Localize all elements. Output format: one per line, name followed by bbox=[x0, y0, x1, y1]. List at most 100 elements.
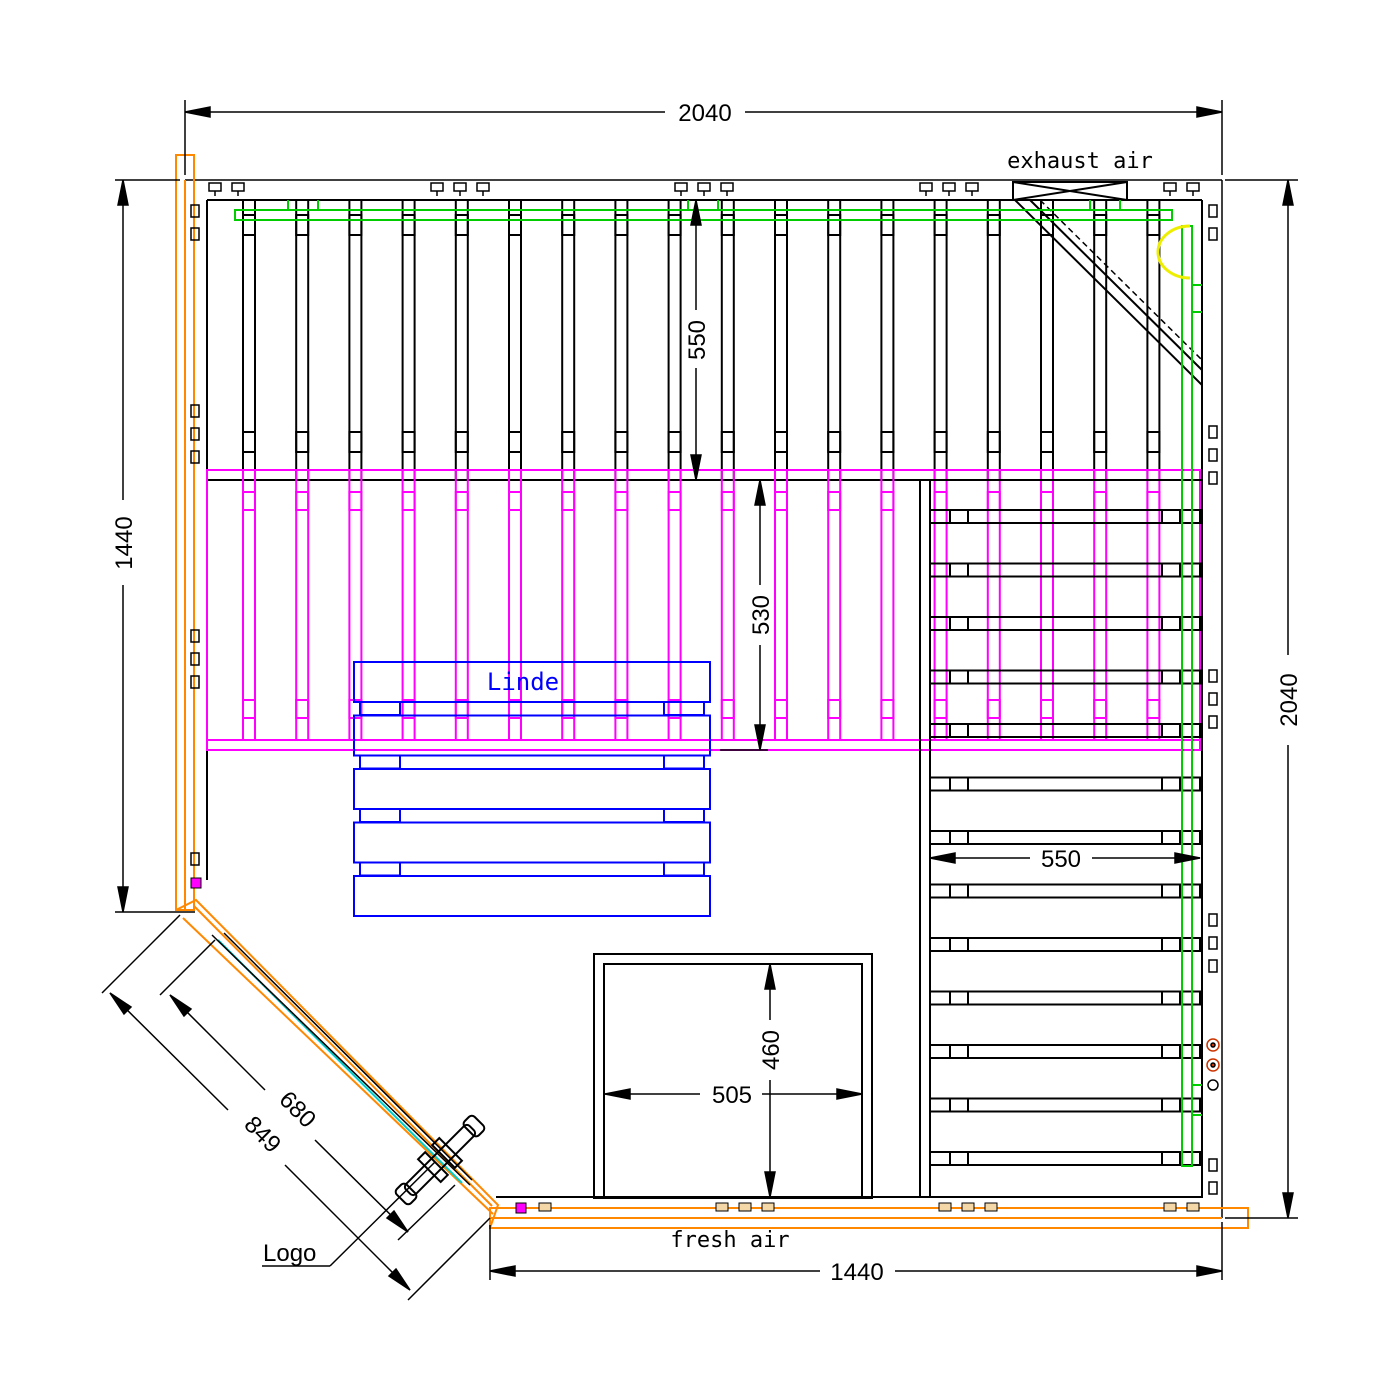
wall-connector bbox=[1208, 715, 1218, 729]
backrest-spacer bbox=[359, 701, 401, 716]
backrest-spacer bbox=[663, 754, 705, 770]
slat-block bbox=[933, 431, 948, 453]
slat-block bbox=[242, 431, 256, 453]
lower-slat bbox=[401, 469, 416, 741]
slat-block bbox=[401, 491, 416, 511]
slat-block bbox=[454, 491, 469, 511]
slat-block bbox=[827, 214, 842, 236]
slat-block bbox=[1146, 491, 1161, 511]
lower-slat bbox=[933, 469, 948, 741]
side-slat bbox=[929, 723, 1201, 738]
slat-block bbox=[774, 491, 788, 511]
slat-block bbox=[1093, 491, 1108, 511]
slat-block bbox=[720, 699, 735, 719]
lower-slat bbox=[295, 469, 310, 741]
slat-block bbox=[949, 990, 969, 1006]
lower-slat bbox=[1040, 469, 1054, 741]
backrest-spacer bbox=[359, 861, 401, 877]
slat-block bbox=[720, 431, 735, 453]
upper-slat bbox=[986, 199, 1001, 481]
dimension-texts: 2040 1440 2040 1440 550 530 550 505 460 … bbox=[111, 100, 1303, 1286]
slat-block bbox=[774, 431, 788, 453]
side-slat bbox=[929, 1097, 1201, 1113]
wood-type-label: Linde bbox=[487, 668, 559, 696]
backrest-spacer bbox=[663, 808, 705, 823]
slat-block bbox=[1146, 699, 1161, 719]
upper-slat bbox=[1093, 199, 1108, 481]
wall-connector bbox=[1208, 669, 1218, 683]
wall-connector bbox=[190, 204, 200, 218]
upper-slat bbox=[614, 199, 629, 481]
slat-block bbox=[1040, 431, 1054, 453]
slat-block bbox=[561, 431, 576, 453]
slat-block bbox=[1161, 937, 1181, 952]
wall-connector bbox=[984, 1202, 998, 1212]
slat-block bbox=[949, 1044, 969, 1059]
dim-door-inner: 680 bbox=[274, 1086, 321, 1133]
slat-block bbox=[614, 491, 629, 511]
slat-block bbox=[295, 491, 310, 511]
lower-slat bbox=[667, 469, 682, 741]
slat-block bbox=[949, 1097, 969, 1113]
slat-block bbox=[949, 723, 969, 738]
wall-connector bbox=[190, 427, 200, 441]
slat-block bbox=[454, 431, 469, 453]
slat-block bbox=[242, 491, 256, 511]
slat-block bbox=[508, 699, 522, 719]
slat-block bbox=[880, 699, 895, 719]
backrest-board bbox=[353, 661, 711, 703]
wall-connector bbox=[430, 182, 444, 192]
slat-block bbox=[949, 937, 969, 952]
dim-door-outer: 849 bbox=[239, 1111, 286, 1158]
slat-block bbox=[561, 491, 576, 511]
slat-block bbox=[933, 491, 948, 511]
slat-block bbox=[949, 509, 969, 524]
slat-block bbox=[1161, 1044, 1181, 1059]
slat-block bbox=[1146, 431, 1161, 453]
wall-connector bbox=[1208, 913, 1218, 927]
slat-block bbox=[720, 214, 735, 236]
slat-block bbox=[508, 491, 522, 511]
slat-block bbox=[508, 431, 522, 453]
slat-block bbox=[667, 491, 682, 511]
wall-connector bbox=[715, 1202, 729, 1212]
slat-block bbox=[1161, 776, 1181, 792]
wall-connector bbox=[476, 182, 490, 192]
wall-connector bbox=[190, 675, 200, 689]
slat-block bbox=[720, 491, 735, 511]
upper-slat bbox=[774, 199, 788, 481]
wall-connector bbox=[1208, 227, 1218, 241]
backrest-board bbox=[353, 768, 711, 810]
upper-slat bbox=[295, 199, 310, 481]
slat-block bbox=[295, 699, 310, 719]
slat-block bbox=[1161, 723, 1181, 738]
lower-slat bbox=[774, 469, 788, 741]
slat-block bbox=[986, 431, 1001, 453]
slat-block bbox=[667, 214, 682, 236]
upper-slat bbox=[348, 199, 363, 481]
lower-slat bbox=[1093, 469, 1108, 741]
wall-connector bbox=[938, 1202, 952, 1212]
dim-heater-width: 505 bbox=[712, 1082, 752, 1109]
slat-block bbox=[880, 214, 895, 236]
slat-block bbox=[614, 214, 629, 236]
upper-slat bbox=[561, 199, 576, 481]
lower-slat bbox=[1146, 469, 1161, 741]
wall-connector bbox=[1208, 959, 1218, 973]
slat-block bbox=[242, 699, 256, 719]
slat-block bbox=[454, 214, 469, 236]
dim-top-width: 2040 bbox=[678, 100, 731, 127]
wall-connector bbox=[1208, 448, 1218, 462]
side-slat bbox=[929, 1044, 1201, 1059]
lower-slat bbox=[454, 469, 469, 741]
wall-connector bbox=[190, 404, 200, 418]
backrest bbox=[353, 661, 711, 917]
lower-slat bbox=[561, 469, 576, 741]
side-slat bbox=[929, 509, 1201, 524]
wall-connector bbox=[1186, 182, 1200, 192]
wall-panels bbox=[175, 154, 1249, 1229]
side-slat bbox=[929, 883, 1201, 899]
slat-block bbox=[508, 214, 522, 236]
wall-connector bbox=[231, 182, 245, 192]
dim-right-height: 2040 bbox=[1276, 673, 1303, 726]
